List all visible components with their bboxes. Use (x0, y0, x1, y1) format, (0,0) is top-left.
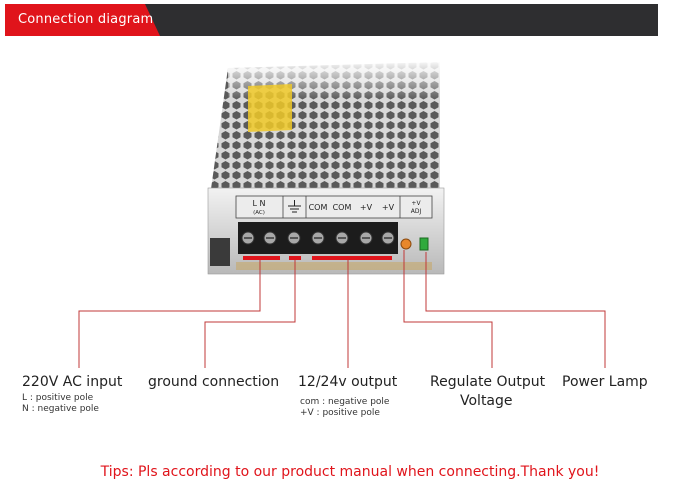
warning-label-sticker (248, 84, 292, 132)
highlight-bar-output (312, 256, 392, 260)
voltage-adjust-potentiometer (400, 238, 412, 250)
label-ac-sub-l: L : positive pole (22, 393, 94, 403)
terminal-screw (287, 231, 301, 245)
terminal-label-v1: +V (360, 203, 373, 212)
terminal-label-strip (235, 195, 433, 219)
pcb-edge (236, 262, 432, 270)
terminal-screw (311, 231, 325, 245)
terminal-screw (359, 231, 373, 245)
label-regulate-line1: Regulate Output (430, 374, 546, 390)
terminal-screw (263, 231, 277, 245)
power-lamp-led (419, 237, 429, 251)
label-power-lamp: Power Lamp (562, 374, 648, 390)
terminal-label-adj: ADJ (411, 208, 422, 215)
terminal-label-adj-v: +V (411, 200, 421, 207)
terminal-screw (335, 231, 349, 245)
label-output-sub-v: +V : positive pole (300, 408, 380, 418)
highlight-bar-ground (289, 256, 301, 260)
terminal-screw (241, 231, 255, 245)
terminal-label-ln: L N (253, 199, 266, 208)
leader-line-regulate (403, 250, 493, 368)
terminal-label-com2: COM (333, 203, 352, 212)
label-output: 12/24v output (298, 374, 398, 390)
terminal-screw (381, 231, 395, 245)
leader-line-ground (204, 260, 296, 368)
terminal-label-v2: +V (382, 203, 395, 212)
leader-line-power-lamp (425, 252, 606, 368)
label-regulate-line2: Voltage (460, 393, 513, 409)
label-ac-input: 220V AC input (22, 374, 123, 390)
leader-line-ac-input (78, 260, 261, 368)
label-ac-sub-n: N : negative pole (22, 404, 99, 414)
highlight-bar-ac (243, 256, 280, 260)
terminal-label-com1: COM (309, 203, 328, 212)
tips-text: Tips: Pls according to our product manua… (100, 464, 600, 480)
header-tab (5, 4, 160, 36)
terminal-label-ac: (AC) (253, 210, 265, 216)
power-supply-image: L N (AC) COM COM +V +V +V ADJ (207, 60, 445, 275)
ground-symbol-icon (288, 200, 301, 213)
header-title: Connection diagram (18, 12, 154, 27)
label-output-sub-com: com : negative pole (300, 397, 390, 407)
label-ground: ground connection (148, 374, 280, 390)
terminal-block (238, 222, 398, 254)
mounting-bracket (210, 238, 230, 266)
